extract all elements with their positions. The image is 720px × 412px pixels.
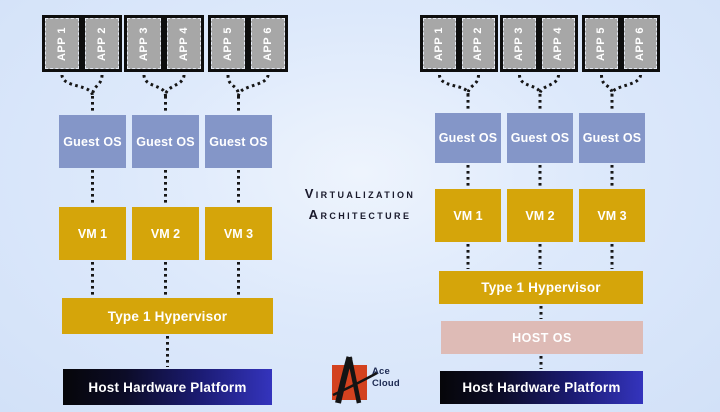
app-label: APP 1 [56,26,68,61]
app-box: APP 5 [582,15,621,72]
guest-os-box: Guest OS [435,113,501,163]
app-label: APP 6 [634,26,647,61]
title-line-2: Architecture [308,207,412,222]
logo-text: Ace Cloud [372,366,400,389]
app-box: APP 3 [124,15,164,72]
host-hardware-box: Host Hardware Platform [440,371,643,404]
guest-os-box: Guest OS [205,115,272,168]
app-box: APP 1 [420,15,459,72]
app-label: APP 4 [178,26,190,61]
page-title: Virtualization Architecture [280,183,440,225]
app-box: APP 3 [500,15,539,72]
hypervisor-box: Type 1 Hypervisor [62,298,273,334]
app-label: APP 3 [138,26,150,61]
app-box: APP 6 [621,15,660,72]
app-group: APP 5 APP 6 [208,15,288,72]
vm-box: VM 2 [507,189,573,242]
app-box: APP 4 [539,15,578,72]
app-label: APP 2 [472,26,485,61]
app-box: APP 2 [82,15,122,72]
logo-a-icon [332,356,378,404]
guest-os-box: Guest OS [59,115,126,168]
app-label: APP 2 [96,26,108,61]
app-group: APP 5 APP 6 [582,15,660,72]
host-os-box: HOST OS [441,321,643,354]
app-label: APP 3 [513,26,526,61]
app-group: APP 3 APP 4 [500,15,578,72]
app-group: APP 3 APP 4 [124,15,204,72]
guest-os-box: Guest OS [579,113,645,163]
app-box: APP 4 [164,15,204,72]
app-label: APP 4 [552,26,565,61]
app-group: APP 1 APP 2 [42,15,122,72]
title-line-1: Virtualization [304,186,416,201]
host-hardware-box: Host Hardware Platform [63,369,272,405]
logo-text-line-2: Cloud [372,377,400,389]
app-box: APP 6 [248,15,288,72]
logo-text-line-1: Ace [372,366,391,377]
app-box: APP 1 [42,15,82,72]
app-label: APP 5 [222,26,234,61]
vm-box: VM 2 [132,207,199,260]
app-box: APP 5 [208,15,248,72]
app-label: APP 5 [595,26,608,61]
hypervisor-box: Type 1 Hypervisor [439,271,643,304]
guest-os-box: Guest OS [507,113,573,163]
guest-os-box: Guest OS [132,115,199,168]
app-box: APP 2 [459,15,498,72]
vm-box: VM 3 [205,207,272,260]
app-label: APP 1 [433,26,446,61]
app-label: APP 6 [262,26,274,61]
app-group: APP 1 APP 2 [420,15,498,72]
vm-box: VM 1 [59,207,126,260]
vm-box: VM 3 [579,189,645,242]
vm-box: VM 1 [435,189,501,242]
